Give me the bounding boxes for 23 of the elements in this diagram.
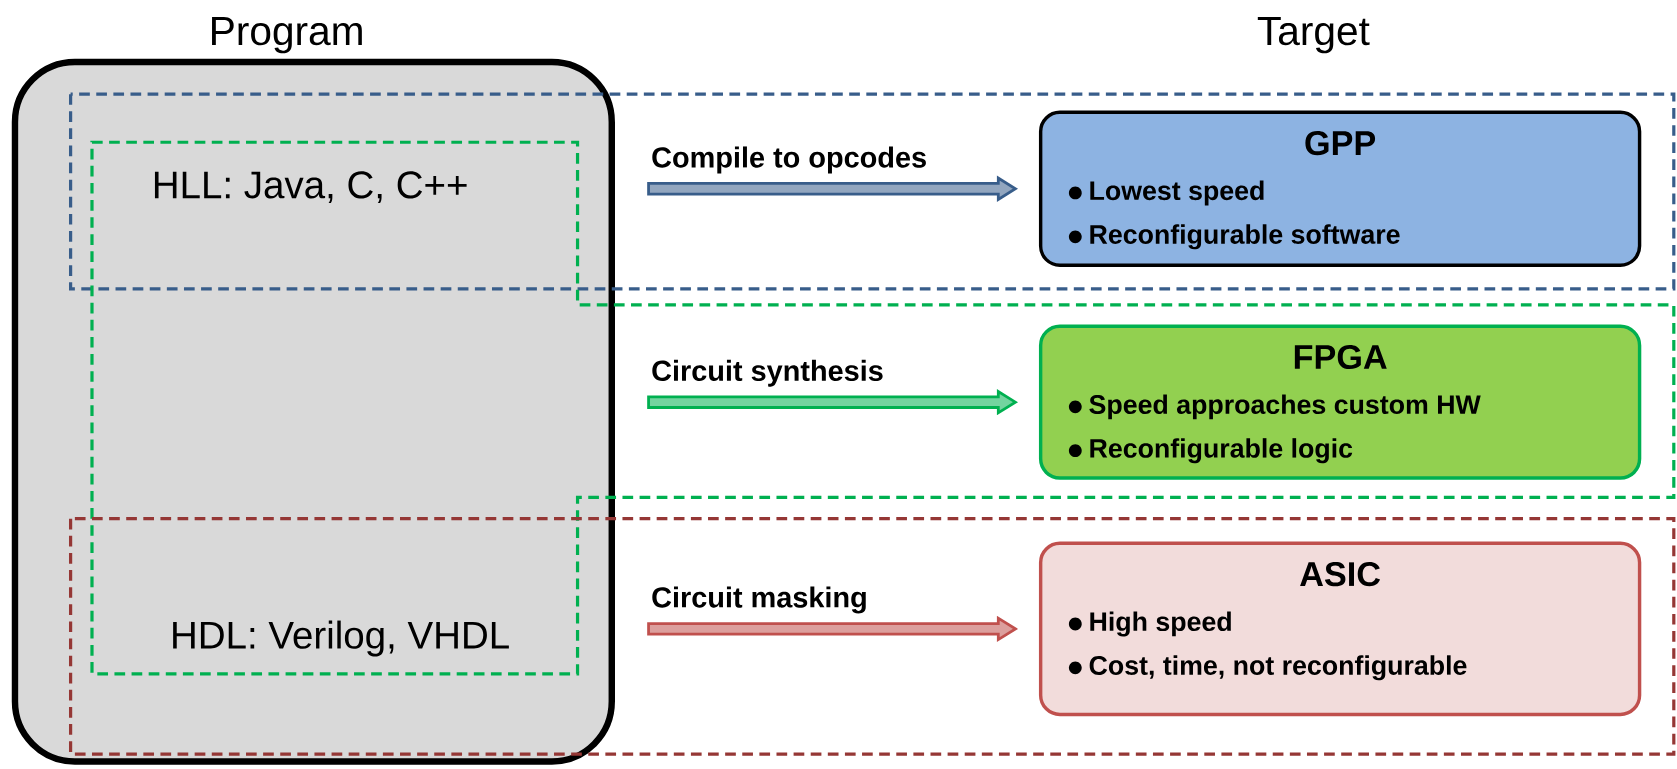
bullet-item: Lowest speed: [1090, 180, 1264, 206]
edge-label: Compile to opcodes: [652, 146, 926, 174]
arrow: [647, 388, 1019, 416]
arrow: [647, 175, 1019, 202]
column-heading: Target: [1257, 17, 1370, 54]
box-heading: FPGA: [1294, 344, 1387, 370]
target-box: [1038, 324, 1642, 480]
bullet-item: High speed: [1090, 611, 1231, 637]
bullet-item: Reconfigurable logic: [1090, 438, 1353, 464]
box-heading: GPP: [1305, 131, 1376, 156]
column-heading: Program: [212, 17, 362, 54]
bullet-item: Speed approaches custom HW: [1089, 394, 1481, 420]
edge-label: Circuit synthesis: [652, 359, 883, 387]
box-heading: ASIC: [1300, 562, 1381, 587]
language-text: HLL: Java, C, C++: [154, 171, 467, 204]
target-box: [1038, 541, 1642, 717]
bullet-item: Cost, time, not reconfigurable: [1089, 655, 1467, 681]
program-box: [11, 58, 615, 765]
target-box: [1038, 110, 1642, 267]
arrow: [647, 615, 1019, 643]
edge-label: Circuit masking: [652, 586, 866, 614]
bullet-item: Reconfigurable software: [1090, 224, 1400, 250]
language-text: HDL: Verilog, VHDL: [173, 620, 509, 657]
